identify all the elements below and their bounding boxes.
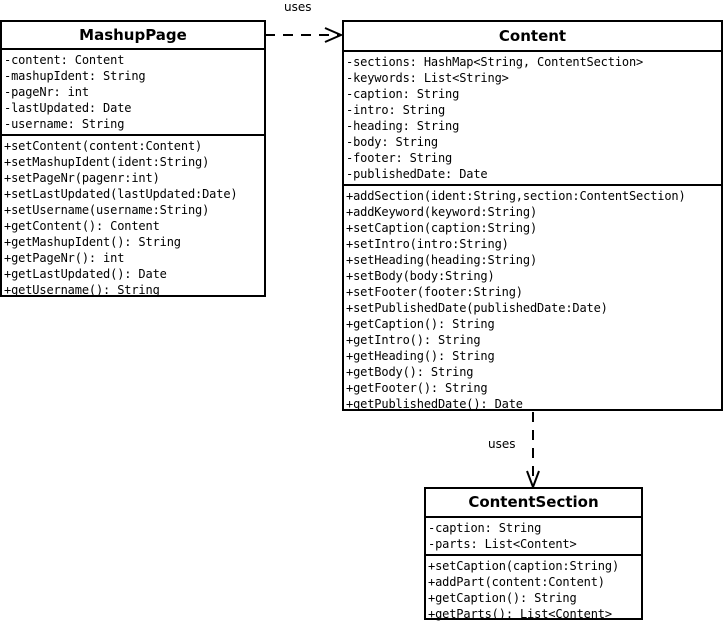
attribute-item: -pageNr: int <box>4 85 89 99</box>
method-item: +setCaption(caption:String) <box>346 221 538 235</box>
attribute-item: -publishedDate: Date <box>346 167 488 181</box>
method-item: +addKeyword(keyword:String) <box>346 205 538 219</box>
class-name: ContentSection <box>426 489 641 518</box>
method-item: +getBody(): String <box>346 365 474 379</box>
attribute-item: -content: Content <box>4 53 125 67</box>
attributes-section: -content: Content -mashupIdent: String -pa… <box>2 50 264 136</box>
dependency-mashup-to-content <box>265 27 344 43</box>
method-item: +getMashupIdent(): String <box>4 235 181 249</box>
method-item: +setHeading(heading:String) <box>346 253 538 267</box>
attribute-item: -caption: String <box>428 521 542 535</box>
method-item: +setMashupIdent(ident:String) <box>4 155 210 169</box>
method-item: +setFooter(footer:String) <box>346 285 523 299</box>
method-item: +getCaption(): String <box>346 317 495 331</box>
method-item: +getParts(): List<Content> <box>428 607 612 621</box>
uses-label-bottom: uses <box>488 437 516 451</box>
methods-section: +setCaption(caption:String) +addPart(cont… <box>426 556 641 624</box>
uses-label-top: uses <box>284 0 312 14</box>
methods-section: +addSection(ident:String,section:Content… <box>344 186 721 414</box>
class-contentsection[interactable]: ContentSection -caption: String -parts: L… <box>424 487 643 621</box>
method-item: +setPublishedDate(publishedDate:Date) <box>346 301 608 315</box>
method-item: +getCaption(): String <box>428 591 577 605</box>
dependency-content-to-section <box>526 412 540 490</box>
attribute-item: -heading: String <box>346 119 460 133</box>
attributes-section: -caption: String -parts: List<Content> <box>426 518 641 556</box>
method-item: +getIntro(): String <box>346 333 481 347</box>
method-item: +getHeading(): String <box>346 349 495 363</box>
methods-section: +setContent(content:Content) +setMashupId… <box>2 136 264 300</box>
method-item: +setUsername(username:String) <box>4 203 210 217</box>
method-item: +getUsername(): String <box>4 283 160 297</box>
class-content[interactable]: Content -sections: HashMap<String, Conte… <box>342 20 723 411</box>
method-item: +getPageNr(): int <box>4 251 125 265</box>
method-item: +getPublishedDate(): Date <box>346 397 523 411</box>
attribute-item: -lastUpdated: Date <box>4 101 132 115</box>
class-name: Content <box>344 22 721 52</box>
class-name: MashupPage <box>2 22 264 50</box>
attribute-item: -mashupIdent: String <box>4 69 146 83</box>
attribute-item: -intro: String <box>346 103 446 117</box>
attribute-item: -sections: HashMap<String, ContentSectio… <box>346 55 644 69</box>
method-item: +setPageNr(pagenr:int) <box>4 171 160 185</box>
method-item: +setBody(body:String) <box>346 269 495 283</box>
method-item: +setLastUpdated(lastUpdated:Date) <box>4 187 238 201</box>
class-mashuppage[interactable]: MashupPage -content: Content -mashupIdent… <box>0 20 266 297</box>
attribute-item: -body: String <box>346 135 438 149</box>
attribute-item: -caption: String <box>346 87 460 101</box>
method-item: +getFooter(): String <box>346 381 488 395</box>
method-item: +setIntro(intro:String) <box>346 237 509 251</box>
method-item: +addPart(content:Content) <box>428 575 605 589</box>
attribute-item: -username: String <box>4 117 125 131</box>
method-item: +getLastUpdated(): Date <box>4 267 167 281</box>
attribute-item: -footer: String <box>346 151 453 165</box>
attribute-item: -keywords: List<String> <box>346 71 509 85</box>
attribute-item: -parts: List<Content> <box>428 537 577 551</box>
method-item: +setCaption(caption:String) <box>428 559 620 573</box>
attributes-section: -sections: HashMap<String, ContentSectio… <box>344 52 721 186</box>
method-item: +setContent(content:Content) <box>4 139 203 153</box>
method-item: +addSection(ident:String,section:Content… <box>346 189 686 203</box>
method-item: +getContent(): Content <box>4 219 160 233</box>
